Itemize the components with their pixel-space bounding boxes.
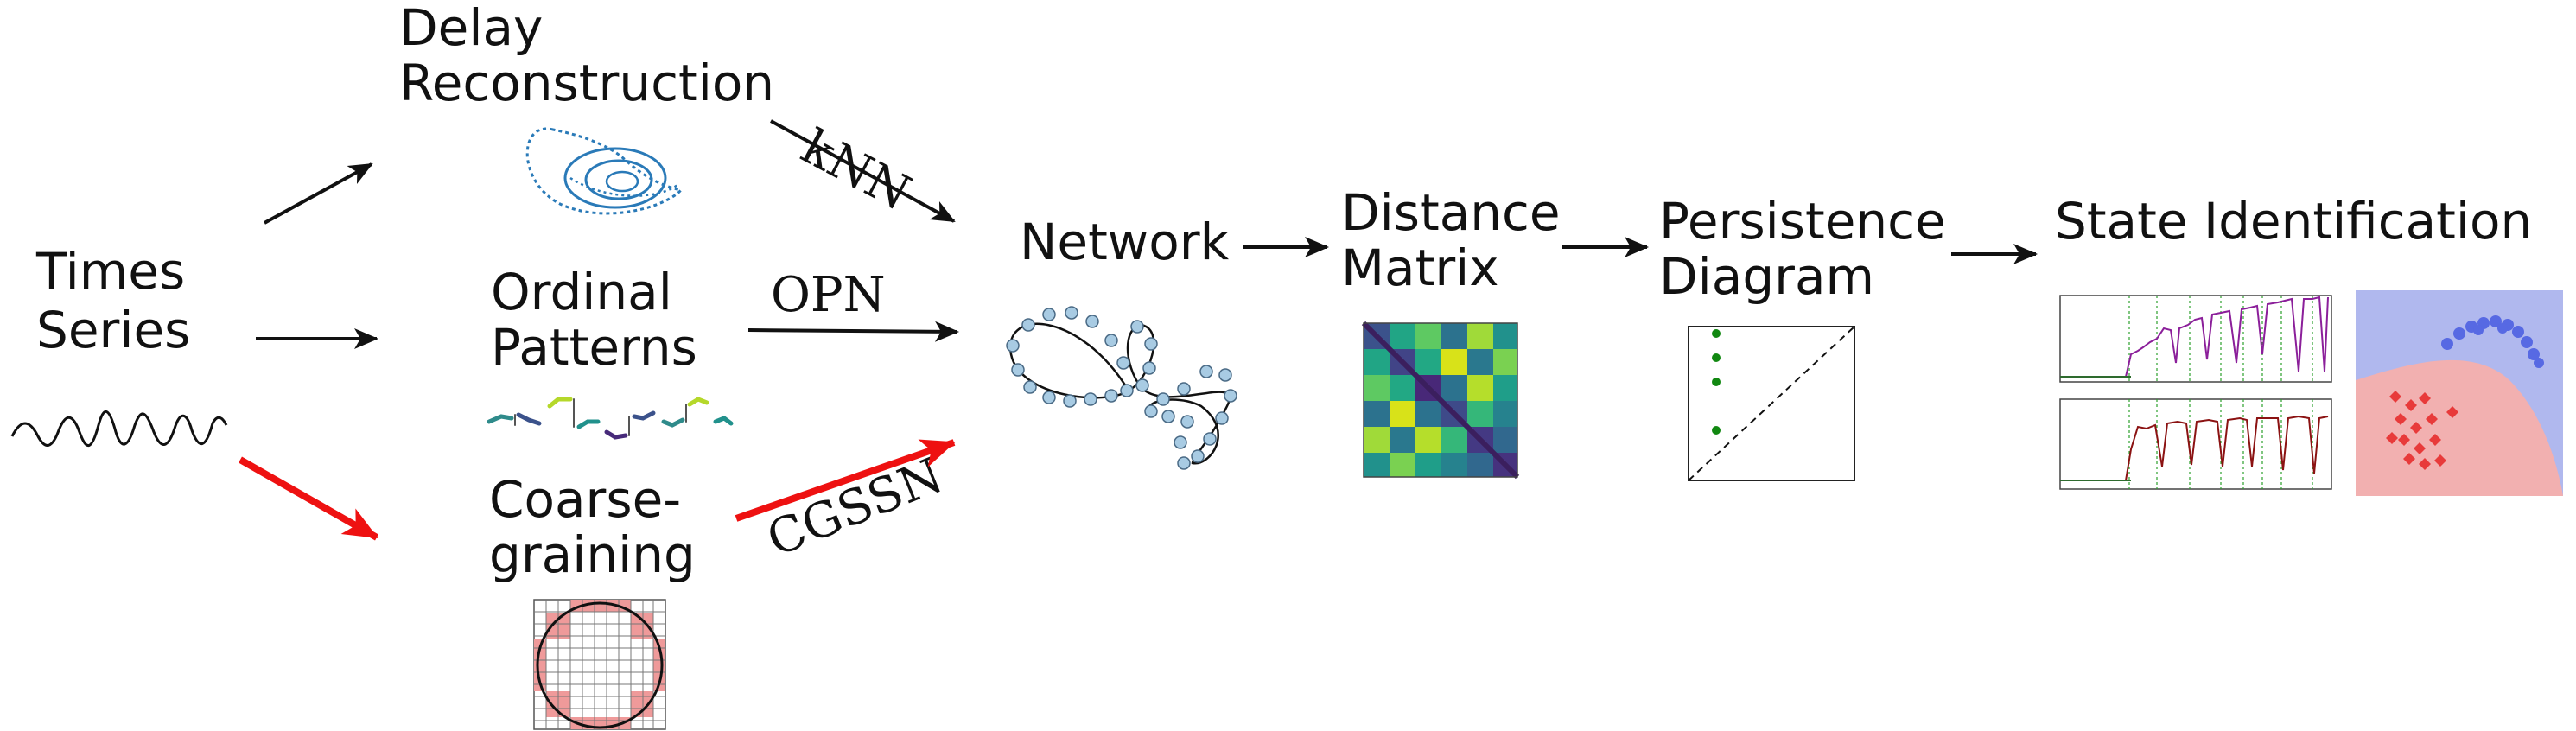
state-classifier-plot [2356, 290, 2563, 496]
grid-circle-icon [533, 599, 666, 730]
heatmap-icon [1361, 321, 1520, 480]
opn-arrow [747, 321, 959, 342]
cgssn-arrow [735, 439, 956, 522]
opn-edge-label: OPN [771, 267, 886, 323]
persistence-diagram-icon [1688, 326, 1855, 481]
ordinal-patterns-label: Ordinal Patterns [491, 263, 697, 377]
distance-matrix-label: Distance Matrix [1341, 183, 1561, 297]
network-label: Network [1020, 213, 1230, 271]
classification-icon [2059, 290, 2563, 496]
knn-arrow [770, 119, 956, 223]
attractor-icon [525, 127, 684, 215]
arrow-to-coarse [239, 456, 378, 541]
persistence-diagram-label: Persistence Diagram [1659, 192, 1946, 306]
state-identification-label: State Identification [2055, 192, 2533, 251]
arrow-to-delay [264, 162, 373, 225]
coarse-graining-label: Coarse- graining [489, 470, 696, 584]
network-graph-icon [1006, 306, 1237, 470]
state-plot-bottom [2059, 398, 2332, 490]
state-plot-top [2059, 295, 2332, 383]
times-series-label: Times Series [36, 242, 191, 359]
sine-wave-icon [10, 410, 228, 447]
ordinal-pattern-icon [487, 397, 734, 440]
delay-reconstruction-label: Delay Reconstruction [399, 0, 775, 112]
